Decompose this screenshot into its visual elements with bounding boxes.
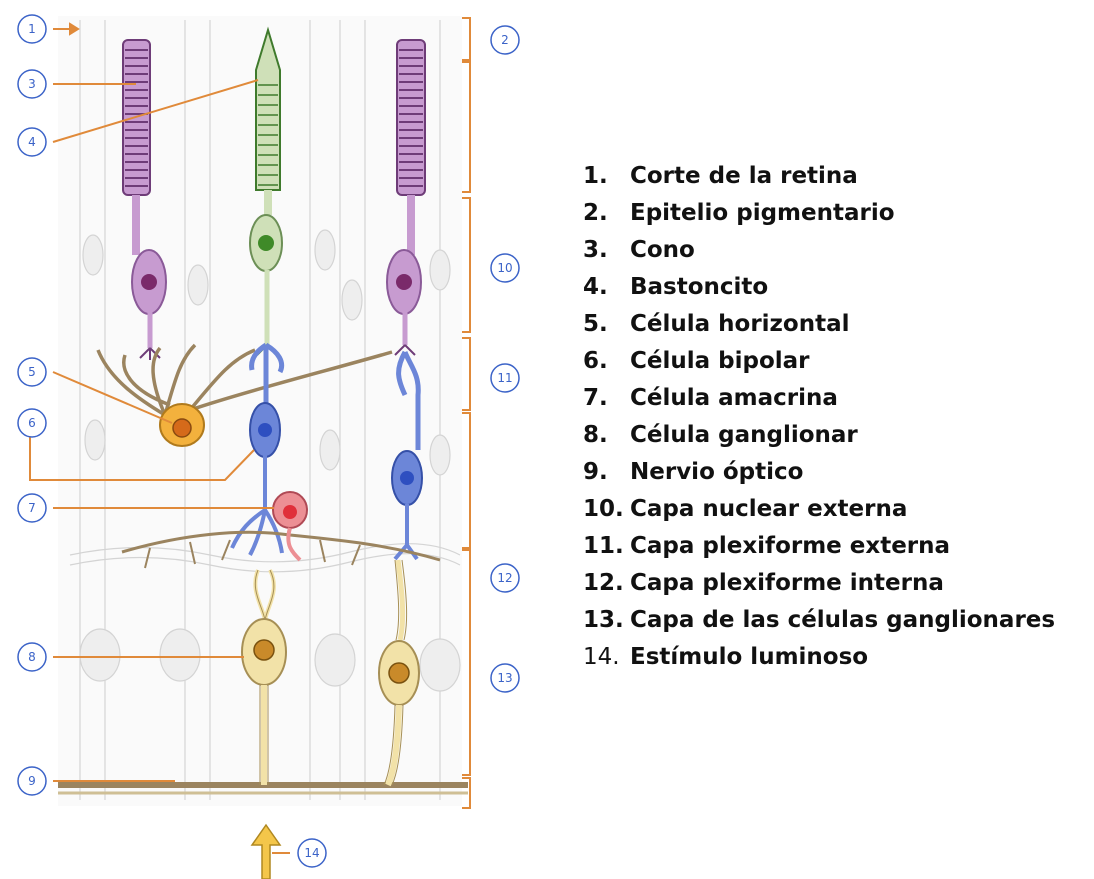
legend-number: 14. <box>583 639 630 676</box>
marker-label: 4 <box>28 135 36 149</box>
marker-7: 7 <box>18 494 46 522</box>
legend-item: 1.Corte de la retina <box>583 158 1055 195</box>
legend-item: 6.Célula bipolar <box>583 343 1055 380</box>
legend-number: 8. <box>583 417 630 454</box>
legend-label: Capa nuclear externa <box>630 491 907 528</box>
legend-number: 9. <box>583 454 630 491</box>
legend-number: 13. <box>583 602 630 639</box>
legend-item: 3.Cono <box>583 232 1055 269</box>
legend-number: 2. <box>583 195 630 232</box>
legend-item: 7.Célula amacrina <box>583 380 1055 417</box>
marker-label: 1 <box>28 22 36 36</box>
marker-label: 5 <box>28 365 36 379</box>
marker-label: 7 <box>28 501 36 515</box>
marker-label: 6 <box>28 416 36 430</box>
legend-number: 12. <box>583 565 630 602</box>
marker-12: 12 <box>491 564 519 592</box>
legend-label: Epitelio pigmentario <box>630 195 895 232</box>
legend-item: 14.Estímulo luminoso <box>583 639 1055 676</box>
legend-label: Célula bipolar <box>630 343 810 380</box>
marker-5: 5 <box>18 358 46 386</box>
legend-number: 4. <box>583 269 630 306</box>
legend-item: 12.Capa plexiforme interna <box>583 565 1055 602</box>
marker-label: 11 <box>497 371 512 385</box>
legend-number: 7. <box>583 380 630 417</box>
legend-number: 6. <box>583 343 630 380</box>
marker-label: 9 <box>28 774 36 788</box>
legend-label: Cono <box>630 232 695 269</box>
marker-10: 10 <box>491 254 519 282</box>
legend-item: 9.Nervio óptico <box>583 454 1055 491</box>
legend-number: 5. <box>583 306 630 343</box>
marker-4: 4 <box>18 128 46 156</box>
marker-label: 14 <box>304 846 319 860</box>
legend-item: 8.Célula ganglionar <box>583 417 1055 454</box>
legend-item: 11.Capa plexiforme externa <box>583 528 1055 565</box>
marker-label: 8 <box>28 650 36 664</box>
marker-1: 1 <box>18 15 46 43</box>
legend-label: Célula horizontal <box>630 306 850 343</box>
marker-label: 10 <box>497 261 512 275</box>
legend-number: 11. <box>583 528 630 565</box>
layer-brackets <box>462 18 470 808</box>
marker-label: 3 <box>28 77 36 91</box>
legend-item: 2.Epitelio pigmentario <box>583 195 1055 232</box>
legend-number: 1. <box>583 158 630 195</box>
legend-label: Capa plexiforme externa <box>630 528 950 565</box>
legend-label: Capa plexiforme interna <box>630 565 944 602</box>
marker-2: 2 <box>491 26 519 54</box>
marker-3: 3 <box>18 70 46 98</box>
marker-label: 12 <box>497 571 512 585</box>
marker-label: 13 <box>497 671 512 685</box>
legend-item: 5.Célula horizontal <box>583 306 1055 343</box>
legend-item: 13.Capa de las células ganglionares <box>583 602 1055 639</box>
marker-11: 11 <box>491 364 519 392</box>
marker-14: 14 <box>298 839 326 867</box>
legend-label: Bastoncito <box>630 269 768 306</box>
marker-8: 8 <box>18 643 46 671</box>
legend-label: Capa de las células ganglionares <box>630 602 1055 639</box>
marker-6: 6 <box>18 409 46 437</box>
legend-label: Estímulo luminoso <box>630 639 868 676</box>
legend-number: 3. <box>583 232 630 269</box>
marker-13: 13 <box>491 664 519 692</box>
legend-item: 4.Bastoncito <box>583 269 1055 306</box>
legend-number: 10. <box>583 491 630 528</box>
legend-label: Célula ganglionar <box>630 417 858 454</box>
legend-label: Corte de la retina <box>630 158 858 195</box>
marker-9: 9 <box>18 767 46 795</box>
legend-label: Nervio óptico <box>630 454 803 491</box>
marker-label: 2 <box>501 33 509 47</box>
legend-label: Célula amacrina <box>630 380 838 417</box>
legend-item: 10.Capa nuclear externa <box>583 491 1055 528</box>
